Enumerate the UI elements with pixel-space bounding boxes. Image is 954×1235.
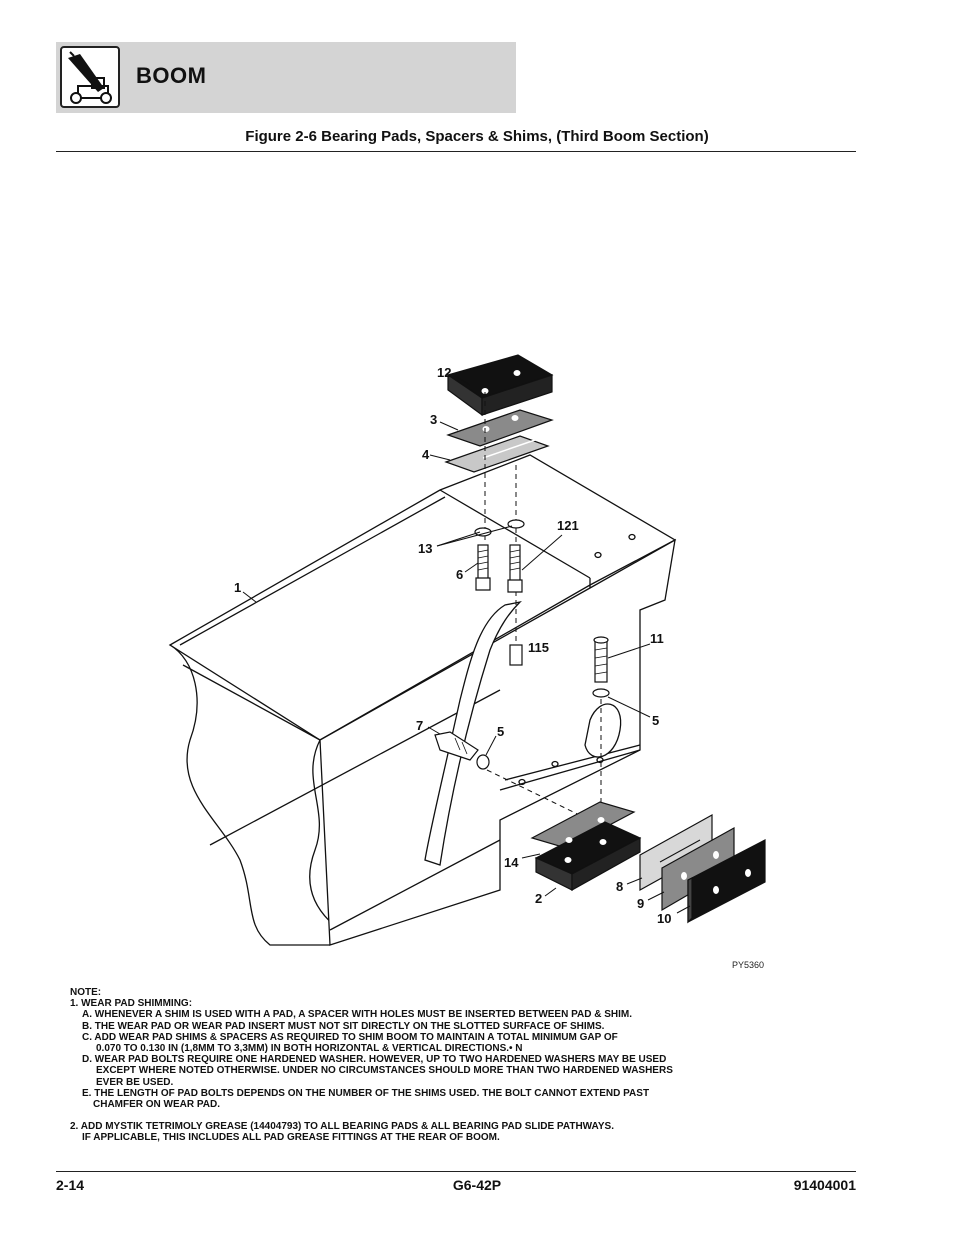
callout-4: 4	[422, 447, 430, 462]
figure-code: PY5360	[732, 960, 764, 970]
note-item-2-cont: IF APPLICABLE, THIS INCLUDES ALL PAD GRE…	[82, 1132, 500, 1144]
telehandler-icon	[60, 46, 120, 108]
page-number: 2-14	[56, 1177, 85, 1193]
callout-5-top: 5	[652, 713, 659, 728]
note-1a: A. WHENEVER A SHIM IS USED WITH A PAD, A…	[82, 1009, 633, 1021]
callout-6: 6	[456, 567, 463, 582]
footer-rule	[56, 1171, 856, 1172]
note-item-1: 1. WEAR PAD SHIMMING:	[70, 998, 193, 1010]
note-1e-cont: CHAMFER ON WEAR PAD.	[93, 1099, 221, 1111]
header-rule	[56, 151, 856, 152]
callout-7: 7	[416, 718, 423, 733]
callout-14: 14	[504, 855, 519, 870]
note-1c: C. ADD WEAR PAD SHIMS & SPACERS AS REQUI…	[82, 1031, 618, 1043]
callout-121: 121	[557, 518, 579, 533]
model-name: G6-42P	[452, 1177, 502, 1193]
callout-10: 10	[657, 911, 671, 926]
note-1b: B. THE WEAR PAD OR WEAR PAD INSERT MUST …	[82, 1020, 605, 1032]
note-1e: E. THE LENGTH OF PAD BOLTS DEPENDS ON TH…	[82, 1087, 650, 1099]
note-item-2: 2. ADD MYSTIK TETRIMOLY GREASE (14404793…	[70, 1121, 614, 1133]
callout-9: 9	[637, 896, 644, 911]
note-1d-cont2: EVER BE USED.	[96, 1076, 174, 1088]
callout-8: 8	[616, 879, 623, 894]
callout-5-side: 5	[497, 724, 504, 739]
note-1d: D. WEAR PAD BOLTS REQUIRE ONE HARDENED W…	[82, 1054, 667, 1066]
section-title: BOOM	[136, 63, 207, 88]
callout-11: 11	[650, 631, 664, 646]
note-1d-cont: EXCEPT WHERE NOTED OTHERWISE. UNDER NO C…	[96, 1065, 673, 1077]
notes-block: NOTE: 1. WEAR PAD SHIMMING: A. WHENEVER …	[70, 987, 830, 1144]
callout-115: 115	[528, 640, 549, 655]
callout-13: 13	[418, 541, 432, 556]
note-1c-cont: 0.070 TO 0.130 IN (1,8MM TO 3,3MM) IN BO…	[96, 1043, 523, 1055]
callout-2: 2	[535, 891, 542, 906]
callout-1: 1	[234, 580, 241, 595]
notes-heading: NOTE:	[70, 987, 102, 998]
callout-3: 3	[430, 412, 437, 427]
callout-12: 12	[437, 365, 451, 380]
figure-title: Figure 2-6 Bearing Pads, Spacers & Shims…	[245, 128, 709, 145]
document-number: 91404001	[793, 1177, 856, 1193]
header-band	[56, 42, 516, 113]
